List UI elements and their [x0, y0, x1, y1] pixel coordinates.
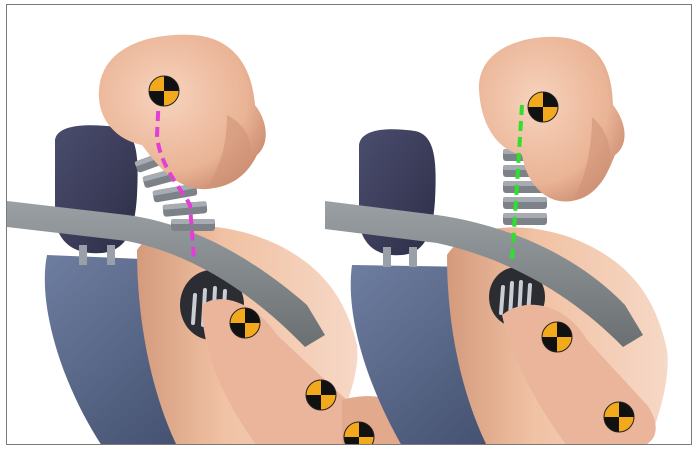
right-dummy-panel: [325, 37, 668, 445]
crash-test-illustration: [7, 5, 692, 445]
crash-test-target-icon: [230, 308, 260, 338]
crash-test-target-icon: [542, 322, 572, 352]
crash-test-target-icon: [528, 92, 558, 122]
left-dummy-panel: [7, 35, 427, 445]
crash-test-target-icon: [604, 402, 634, 432]
crash-test-target-icon: [149, 76, 179, 106]
crash-test-target-icon: [306, 380, 336, 410]
image-frame: [6, 4, 692, 445]
